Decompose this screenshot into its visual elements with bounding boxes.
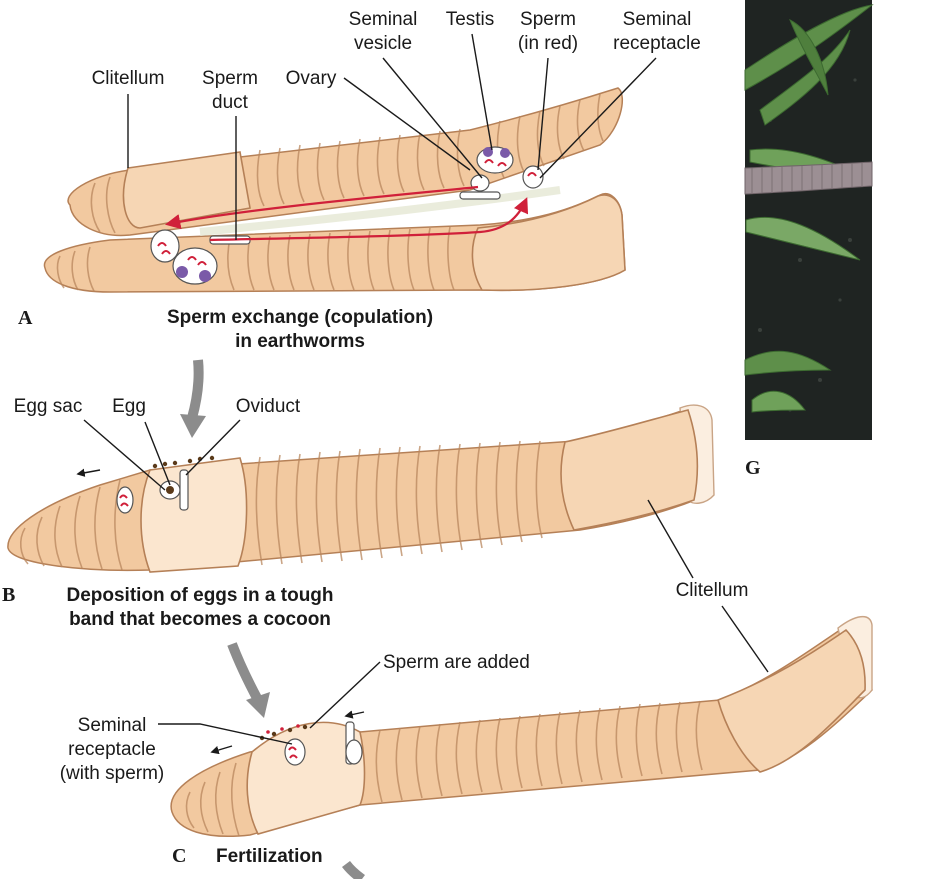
panel-label-b: B [2, 584, 15, 606]
sperm-flow-arrow-lower [209, 197, 529, 242]
photo-g [744, 0, 874, 440]
band-direction-arrow-c [210, 745, 233, 755]
caption-b-line2: band that becomes a cocoon [69, 609, 331, 630]
sperm-added-leader [309, 661, 381, 729]
label-seminal-vesicle-line2: vesicle [354, 33, 412, 54]
panel-label-c: C [172, 845, 186, 867]
label-sperm-in-red: Sperm (in red) [518, 9, 578, 54]
band-direction-arrow-b [76, 468, 101, 477]
panel-a-leader-lines [127, 33, 657, 240]
sperm-flow-arrow-upper [164, 185, 479, 230]
caption-b: Deposition of eggs in a tough band that b… [66, 585, 333, 630]
label-seminal-receptacle-c-line3: (with sperm) [60, 763, 165, 784]
label-sperm-duct-line1: Sperm [202, 68, 258, 89]
leaves [744, 4, 874, 413]
sperm-added-arrow [344, 710, 365, 719]
label-seminal-vesicle-line1: Seminal [349, 9, 418, 30]
photo-earthworm-segments [751, 163, 863, 194]
caption-a-line1: Sperm exchange (copulation) [167, 307, 433, 328]
mucus-band [199, 186, 561, 236]
label-oviduct: Oviduct [236, 396, 301, 417]
worm-c-segments [185, 700, 703, 837]
worm-b-organs [116, 455, 215, 514]
panel-label-a: A [18, 307, 33, 329]
clitellum-b-leader-lines [647, 499, 769, 673]
panel-c-worm [170, 616, 873, 838]
transition-arrow-bc-head [246, 692, 270, 718]
label-sperm-duct: Sperm duct [202, 68, 258, 113]
caption-a: Sperm exchange (copulation) in earthworms [167, 307, 433, 352]
panel-label-g: G [745, 457, 761, 479]
worm-b-clitellum [560, 409, 699, 531]
photo-earthworm [744, 161, 873, 195]
label-egg: Egg [112, 396, 146, 417]
label-seminal-receptacle-line1: Seminal [623, 9, 692, 30]
worm-b-segments [19, 440, 543, 571]
label-sperm-in-red-line2: (in red) [518, 33, 578, 54]
label-clitellum-a: Clitellum [92, 68, 165, 89]
worm-c-organs [259, 721, 363, 766]
worm-c-clitellum [717, 628, 866, 773]
transition-arrow-ab [187, 359, 204, 420]
label-seminal-receptacle-c-line2: receptacle [68, 739, 156, 760]
label-seminal-receptacle-line2: receptacle [613, 33, 701, 54]
label-sperm-duct-line2: duct [212, 92, 249, 113]
panel-b-worm [7, 404, 715, 573]
caption-a-line2: in earthworms [235, 331, 365, 352]
egg-band [140, 457, 248, 573]
label-ovary: Ovary [286, 68, 337, 89]
lower-worm-clitellum [471, 194, 626, 292]
caption-c: Fertilization [216, 846, 323, 867]
upper-worm-clitellum [122, 151, 251, 229]
label-testis: Testis [446, 9, 495, 30]
label-clitellum-b: Clitellum [676, 580, 749, 601]
panel-b-leader-lines [83, 419, 241, 491]
label-seminal-receptacle: Seminal receptacle [613, 9, 701, 54]
cocoon-band [246, 721, 366, 835]
seminal-receptacle-c-leader [158, 723, 293, 745]
label-sperm-added: Sperm are added [383, 652, 530, 673]
transition-arrow-bc [227, 642, 263, 703]
caption-b-line1: Deposition of eggs in a tough [66, 585, 333, 606]
label-seminal-receptacle-c-line1: Seminal [78, 715, 147, 736]
transition-arrow-ab-head [180, 414, 206, 438]
transition-arrow-cd [342, 860, 365, 879]
label-seminal-receptacle-c: Seminal receptacle (with sperm) [60, 715, 165, 784]
label-sperm-in-red-line1: Sperm [520, 9, 576, 30]
label-seminal-vesicle: Seminal vesicle [349, 9, 418, 54]
panel-a-worms [43, 87, 626, 293]
label-egg-sac: Egg sac [14, 396, 83, 417]
